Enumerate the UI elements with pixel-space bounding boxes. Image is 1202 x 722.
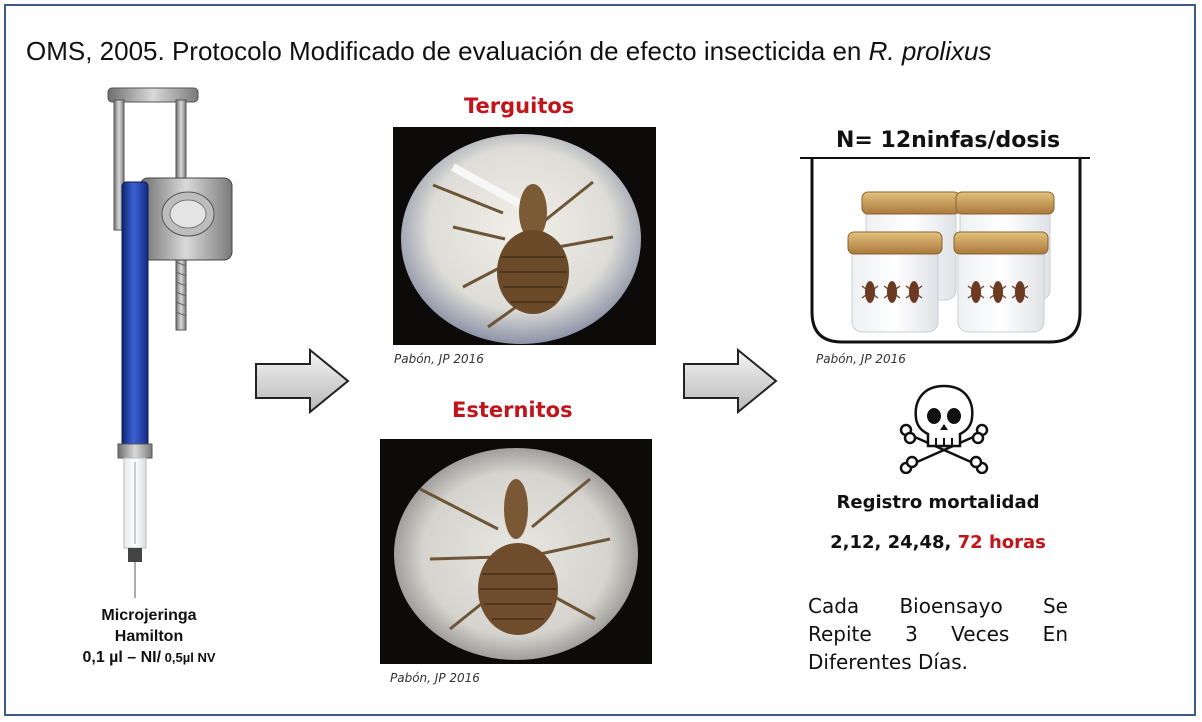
hours-final: 72 horas: [957, 532, 1046, 553]
repetition-note: Cada Bioensayo Se Repite 3 Veces En Dife…: [808, 594, 1068, 674]
syringe-label-line3: 0,1 µl – NI/ 0,5µl NV: [34, 647, 264, 668]
syringe-label: Microjeringa Hamilton 0,1 µl – NI/ 0,5µl…: [34, 605, 264, 668]
title-species: R. prolixus: [868, 36, 992, 66]
syringe-icon: [80, 82, 250, 602]
syringe-dose-ni: 0,1 µl – NI/: [82, 649, 162, 666]
sample-size-label: N= 12ninfas/dosis: [836, 128, 1061, 153]
jar-icon: [800, 152, 1090, 357]
terguitos-heading: Terguitos: [464, 94, 575, 118]
syringe-label-line1: Microjeringa: [101, 607, 197, 624]
arrow-right-icon: [682, 347, 778, 419]
skull-crossbones-icon: [896, 382, 992, 479]
esternitos-photo: [380, 439, 652, 664]
title-text: OMS, 2005. Protocolo Modificado de evalu…: [26, 36, 869, 66]
photo-credit: Pabón, JP 2016: [390, 671, 480, 685]
photo-credit: Pabón, JP 2016: [816, 352, 906, 366]
photo-credit: Pabón, JP 2016: [394, 352, 484, 366]
syringe-label-line2: Hamilton: [114, 628, 184, 645]
arrow-right-icon: [254, 347, 350, 419]
syringe-dose-nv: 0,5µl NV: [161, 650, 216, 665]
terguitos-photo: [393, 127, 656, 345]
registro-mortalidad: Registro mortalidad: [836, 492, 1040, 513]
registro-horas: 2,12, 24,48, 72 horas: [808, 532, 1068, 553]
esternitos-heading: Esternitos: [452, 398, 573, 422]
slide-title: OMS, 2005. Protocolo Modificado de evalu…: [26, 36, 991, 67]
hours-values: 2,12, 24,48,: [830, 532, 958, 553]
